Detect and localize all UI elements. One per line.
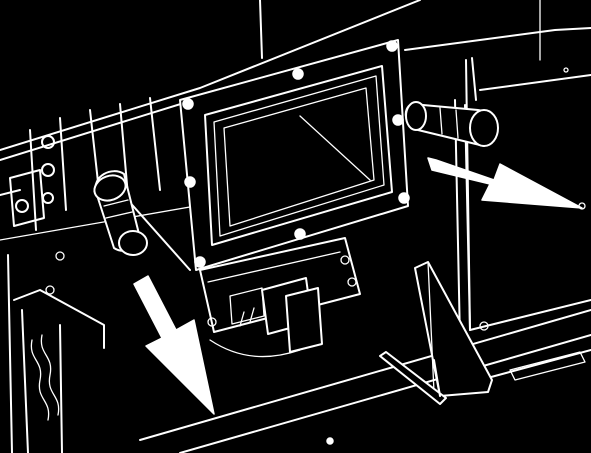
right-down-arrow-icon — [427, 157, 583, 209]
support-bracket — [379, 261, 493, 405]
down-arrow-icon — [133, 275, 215, 415]
right-knob — [404, 57, 499, 331]
left-bracket — [13, 289, 105, 453]
left-mechanism — [0, 97, 161, 295]
component-assembly — [199, 237, 361, 358]
left-knob — [93, 170, 191, 271]
flange-plate — [179, 39, 410, 271]
base-plate — [139, 309, 591, 453]
